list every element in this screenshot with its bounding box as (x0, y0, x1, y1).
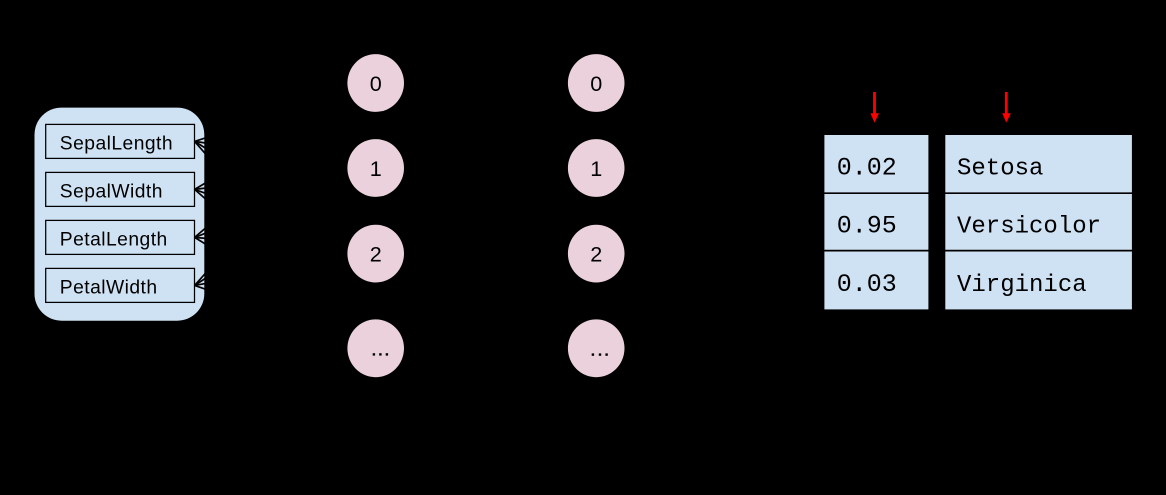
svg-text:1: 1 (590, 156, 602, 181)
svg-text:1: 1 (370, 156, 382, 181)
svg-text:0: 0 (590, 71, 602, 96)
svg-text:Virginica: Virginica (957, 272, 1087, 299)
svg-text:Setosa: Setosa (957, 156, 1043, 183)
svg-text:2: 2 (370, 242, 382, 267)
svg-text:0: 0 (370, 71, 382, 96)
svg-text:0.02: 0.02 (837, 153, 897, 182)
svg-text:SepalLength: SepalLength (60, 133, 173, 154)
svg-text:SepalWidth: SepalWidth (60, 181, 163, 202)
svg-text:0.03: 0.03 (837, 270, 897, 299)
svg-text:Versicolor: Versicolor (957, 214, 1101, 241)
svg-text:0.95: 0.95 (837, 212, 897, 241)
svg-text:PetalWidth: PetalWidth (60, 277, 158, 298)
svg-text:PetalLength: PetalLength (60, 229, 168, 250)
svg-text:2: 2 (590, 242, 602, 267)
